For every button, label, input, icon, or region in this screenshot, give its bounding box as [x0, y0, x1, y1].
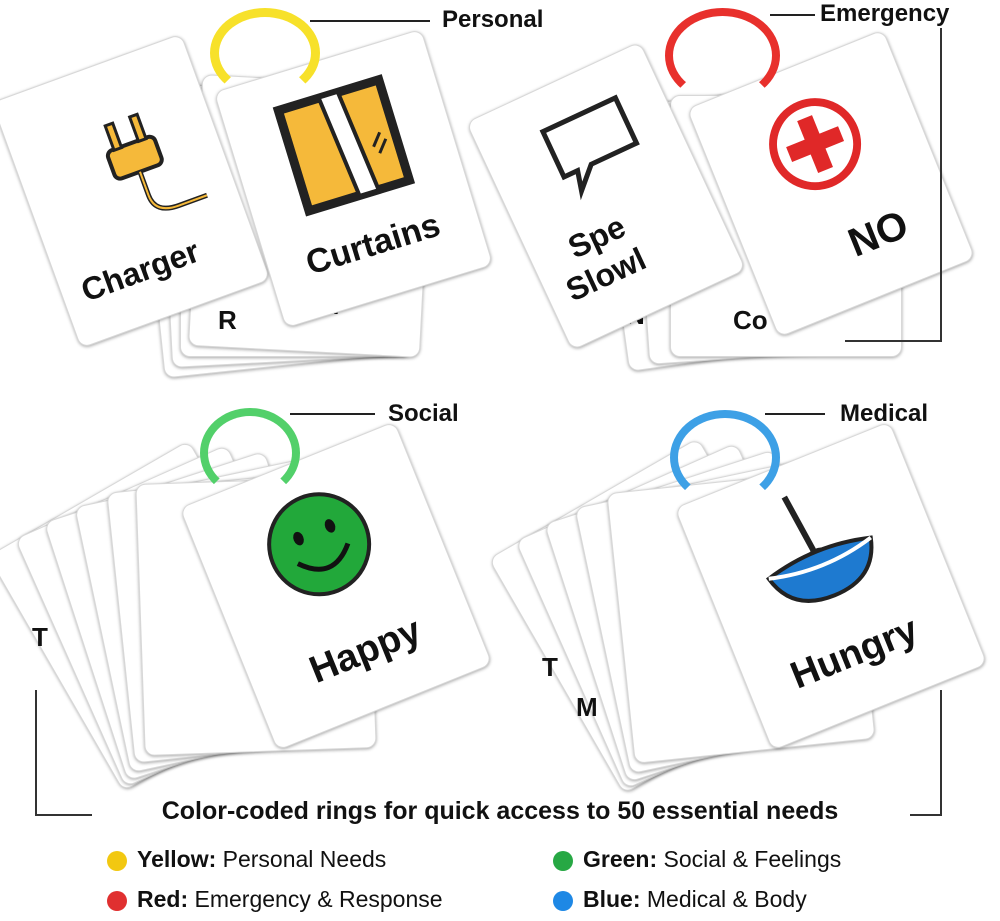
label-leader-line — [770, 14, 815, 16]
card-fragment-text: M — [576, 692, 598, 722]
emergency-card-set: N Co Spe Slowl NO Emergency — [465, 0, 1000, 400]
legend-item-green: Green: Social & Feelings — [583, 846, 841, 873]
curtains-card: Curtains — [213, 28, 494, 329]
label-leader-line — [310, 20, 430, 22]
personal-card-set: R Gl Charger Curtains Personal — [0, 0, 543, 400]
legend-key: Green: — [583, 846, 658, 872]
card-fragment-text: T — [542, 652, 558, 682]
yellow-ring — [210, 8, 320, 98]
social-label: Social — [388, 400, 459, 427]
card-label: Hungry — [784, 608, 924, 698]
medical-label: Medical — [840, 400, 929, 427]
card-fragment-text: R — [218, 305, 237, 335]
green-dot — [553, 851, 573, 871]
blue-ring — [670, 410, 780, 505]
caption-bracket-left — [35, 690, 92, 816]
yellow-dot — [107, 851, 127, 871]
caption-bracket-right — [910, 690, 942, 816]
speak-slowly-card: Spe Slowl — [465, 41, 747, 351]
charger-card: Charger — [0, 33, 271, 349]
social-card-set: T B Happy Social — [0, 400, 500, 800]
emergency-label: Emergency — [820, 0, 950, 27]
curtains-icon — [272, 74, 416, 217]
card-fragment-text: Co — [733, 305, 768, 335]
red-dot — [107, 891, 127, 911]
plug-icon — [103, 112, 208, 211]
cross-icon — [769, 98, 862, 191]
card-label: Curtains — [301, 205, 445, 283]
legend-key: Red: — [137, 886, 189, 912]
card-fragment-text: T — [32, 622, 48, 652]
red-ring — [665, 8, 780, 103]
blue-dot — [553, 891, 573, 911]
legend-key: Yellow: — [137, 846, 217, 872]
bowl-spoon-icon — [765, 495, 874, 603]
hungry-card: Hungry — [674, 421, 988, 751]
legend-desc: Social & Feelings — [657, 846, 842, 872]
green-ring — [200, 408, 300, 498]
legend-key: Blue: — [583, 886, 641, 912]
personal-label: Personal — [442, 6, 544, 33]
label-bracket — [845, 28, 942, 342]
legend-desc: Emergency & Response — [188, 886, 443, 912]
card-label: Charger — [76, 232, 204, 309]
legend-desc: Personal Needs — [216, 846, 387, 872]
happy-card: Happy — [179, 421, 493, 751]
legend-item-red: Red: Emergency & Response — [137, 886, 443, 913]
label-leader-line — [765, 413, 825, 415]
smiley-face-icon — [267, 492, 372, 597]
legend-desc: Medical & Body — [640, 886, 807, 912]
card-label: Happy — [303, 609, 428, 692]
legend-item-yellow: Yellow: Personal Needs — [137, 846, 386, 873]
label-leader-line — [290, 413, 375, 415]
no-card: NO — [686, 29, 976, 338]
speech-bubble-icon — [539, 94, 640, 201]
medical-card-set: T M T Hungry Medical — [488, 400, 1000, 800]
caption-text: Color-coded rings for quick access to 50… — [161, 797, 839, 825]
legend-item-blue: Blue: Medical & Body — [583, 886, 807, 913]
